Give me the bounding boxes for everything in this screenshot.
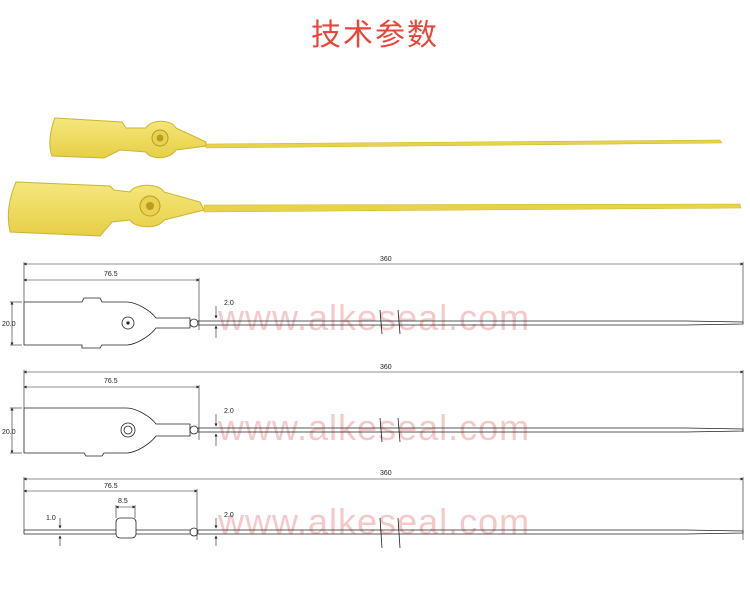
watermark-1: www.alkeseal.com [217,297,530,338]
drawing-side-view: 360 76.5 8.5 1.0 2.0 [23,470,744,549]
dim-tag-thickness: 1.0 [46,515,56,522]
watermark-3: www.alkeseal.com [217,501,530,542]
dim-total-length: 360 [380,256,392,263]
dim-tag-height: 20.0 [2,429,16,436]
product-photo-1 [49,117,723,159]
dim-strap-width: 2.0 [224,512,234,519]
dim-tag-height: 20.0 [2,321,16,328]
dim-tag-length: 76.5 [104,483,118,490]
dim-lock-width: 8.5 [118,498,128,505]
drawing-top-view-2: 360 76.5 20.0 2.0 [2,364,744,457]
dim-tag-length: 76.5 [104,378,118,385]
drawing-top-view-1: 360 76.5 20.0 2.0 [2,256,744,349]
dim-total-length: 360 [380,364,392,371]
dim-strap-width: 2.0 [224,408,234,415]
dim-strap-width: 2.0 [224,300,234,307]
dim-total-length: 360 [380,470,392,477]
dim-tag-length: 76.5 [104,271,118,278]
product-photo-2 [7,181,742,237]
watermark-2: www.alkeseal.com [217,407,530,448]
page-title: 技术参数 [311,18,439,53]
